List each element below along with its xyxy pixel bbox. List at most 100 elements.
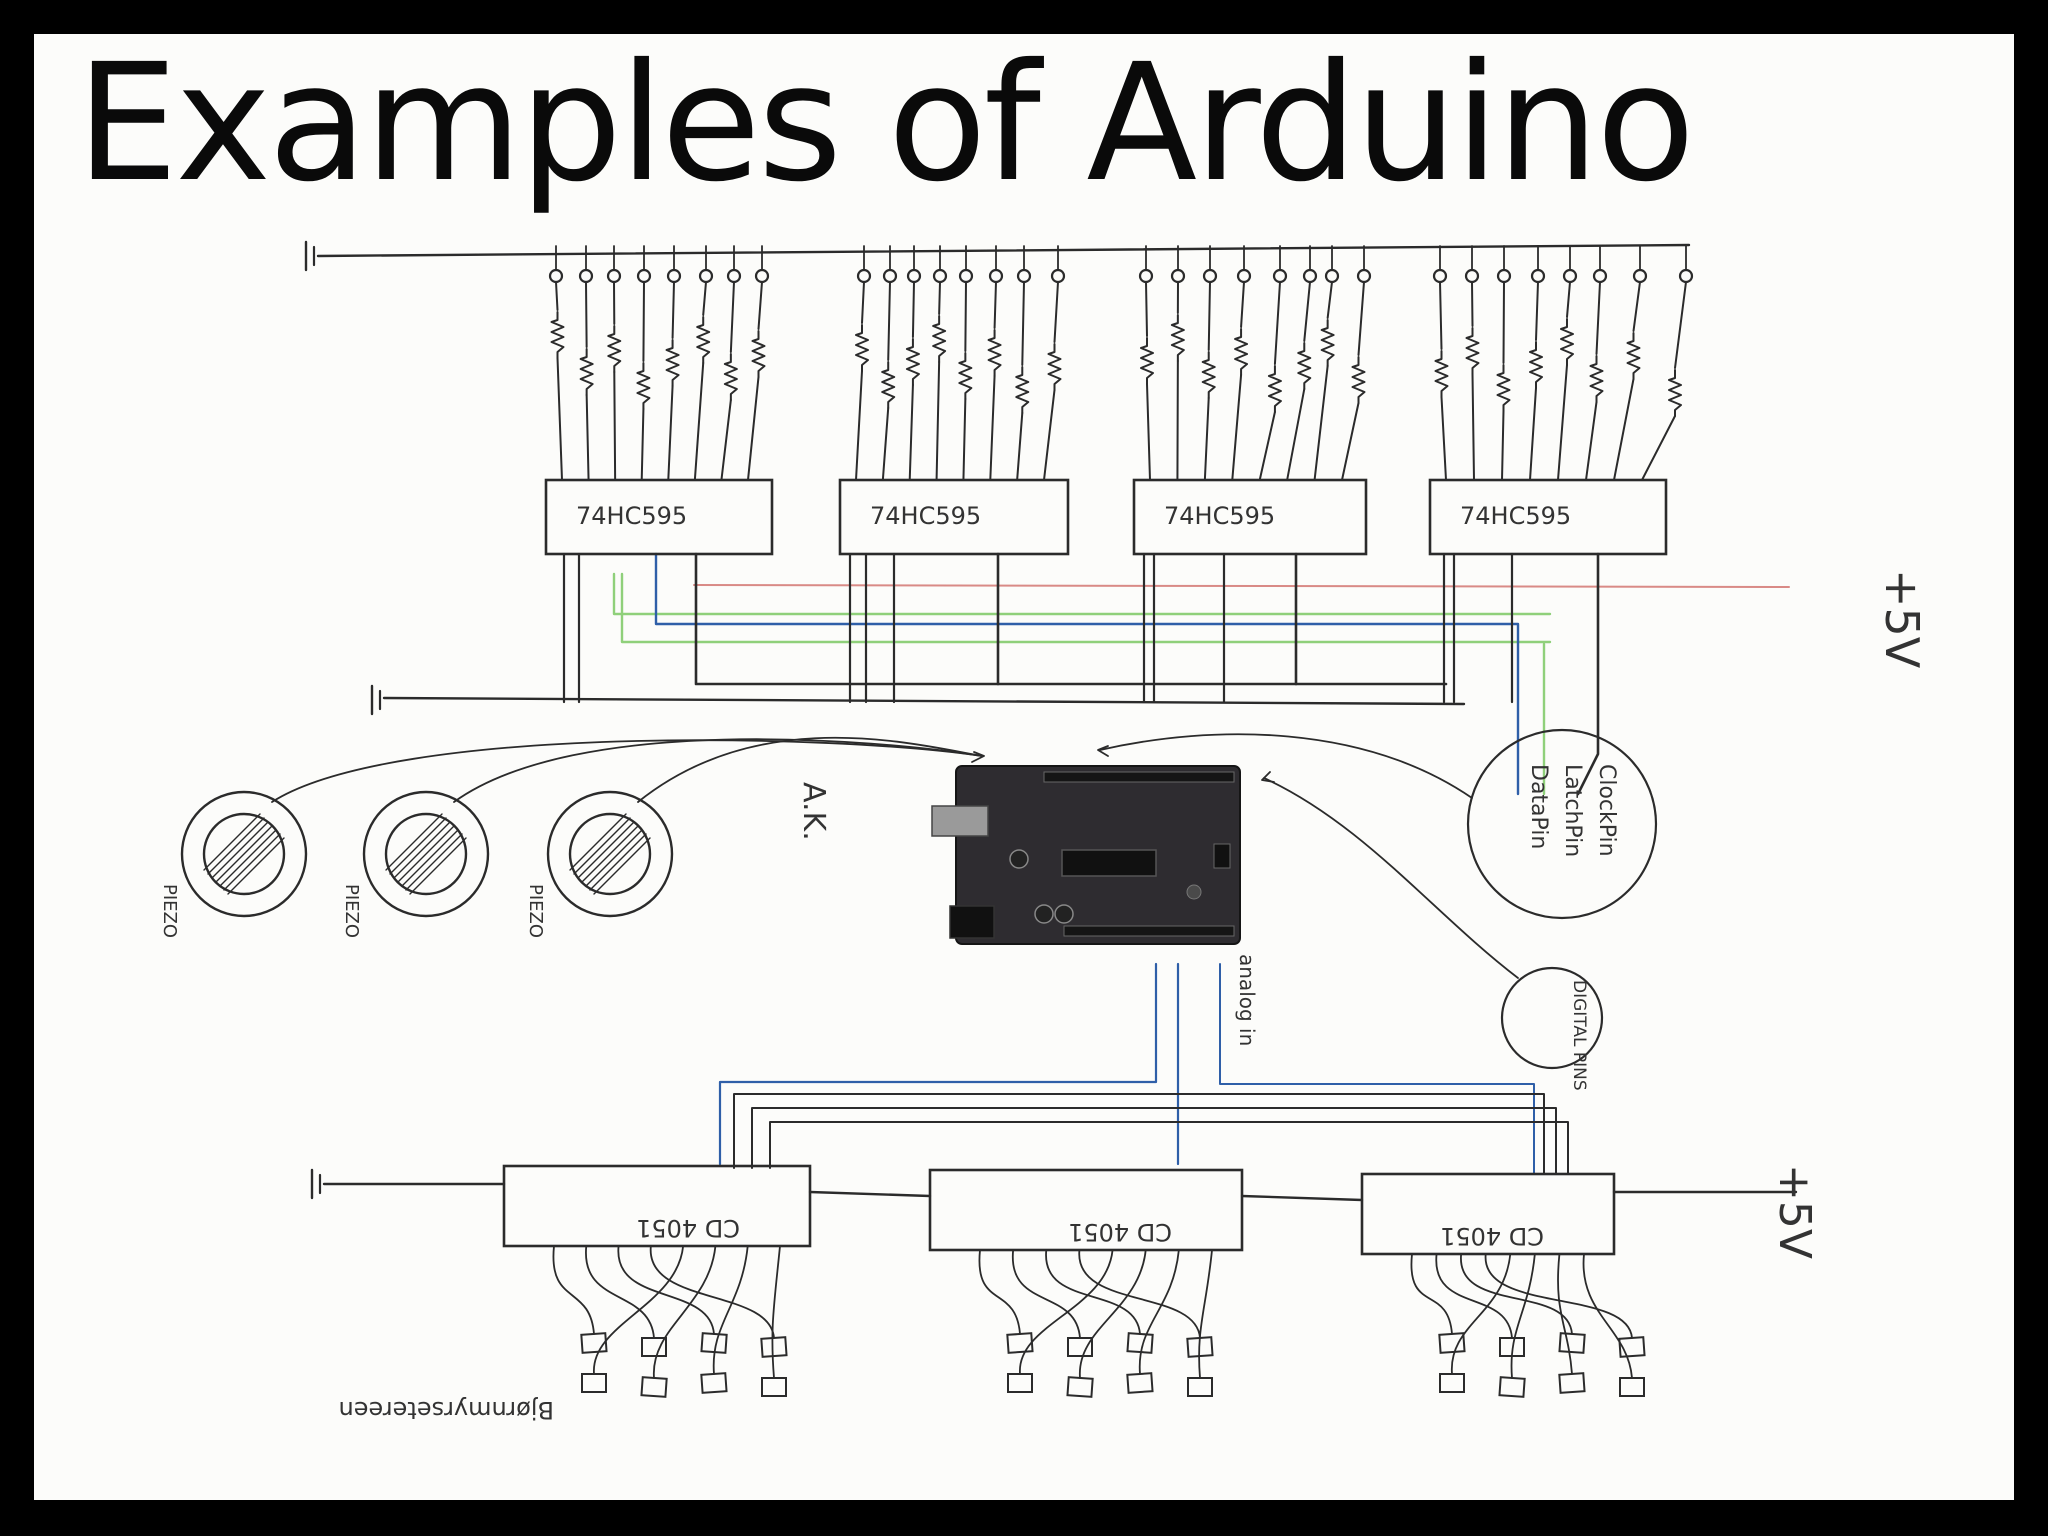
switch-lead (1435, 1253, 1513, 1339)
power-jack (949, 905, 995, 939)
led-lead (1207, 281, 1211, 351)
switch-lead (1045, 1249, 1141, 1335)
ground-symbol (304, 240, 316, 272)
data-chain-bus (694, 552, 1448, 686)
shift-register-1: 74HC595 (544, 245, 774, 556)
led (1302, 268, 1318, 284)
push-button (1499, 1337, 1525, 1357)
push-button (700, 1372, 728, 1394)
multiplexer-body (502, 1164, 812, 1248)
switch-lead (712, 1245, 749, 1375)
resistor (636, 362, 651, 410)
slide-title: Examples of Arduino (76, 34, 1695, 218)
output-wire (908, 384, 914, 481)
led (1592, 268, 1608, 284)
led-lead (1674, 281, 1687, 369)
latch-bus (654, 552, 1520, 796)
led-lead (1357, 281, 1365, 356)
switch-lead (1410, 1253, 1453, 1335)
led-lead (1021, 281, 1025, 366)
led-lead (1303, 281, 1311, 342)
push-button (1438, 1332, 1466, 1354)
resistor (1496, 364, 1511, 412)
switch-lead (978, 1249, 1021, 1335)
switch-lead (1079, 1249, 1147, 1379)
output-wire (640, 408, 645, 481)
push-button (580, 1332, 608, 1354)
switch-lead (617, 1245, 715, 1335)
resistor (958, 352, 973, 400)
piezo-hatch (569, 813, 627, 871)
output-wire (1231, 374, 1243, 481)
shift-register-2: 74HC595 (838, 245, 1070, 556)
signature: Bjørnmyrsetereen (339, 1396, 554, 1424)
resistor (550, 311, 565, 359)
resistor (1320, 319, 1335, 367)
switch-lead (1484, 1253, 1633, 1339)
led-lead (1566, 281, 1571, 318)
push-button (1186, 1336, 1214, 1358)
switch-lead (585, 1245, 655, 1339)
switch-lead (552, 1245, 595, 1335)
reset-button (1186, 884, 1202, 900)
resistor (881, 361, 896, 409)
capacitor (1034, 904, 1054, 924)
output-wire (1341, 402, 1360, 481)
digital-lead (1263, 777, 1519, 979)
switch-lead (1510, 1253, 1536, 1379)
shift-register-label: 74HC595 (870, 502, 981, 530)
led (1464, 268, 1480, 284)
output-wire (881, 407, 890, 481)
usb-connector (931, 805, 989, 837)
ground-symbol (310, 1168, 322, 1200)
led-lead (729, 281, 735, 353)
push-button (761, 1377, 787, 1397)
piezo-hatch (389, 817, 447, 875)
multiplexer-label: CD 4051 (1440, 1222, 1544, 1250)
capacitor (1054, 904, 1074, 924)
data-chain-bus (1576, 552, 1600, 796)
led (1496, 268, 1512, 284)
piezo-hatch (227, 837, 285, 895)
push-button (1619, 1377, 1645, 1397)
piezo-hatch (409, 837, 467, 895)
switch-lead (1198, 1249, 1213, 1379)
output-wire (1641, 415, 1676, 481)
led-lead (1632, 281, 1641, 332)
resistor (579, 348, 594, 396)
led (1272, 268, 1288, 284)
led (1202, 268, 1218, 284)
led (1236, 268, 1252, 284)
resistor (905, 338, 920, 386)
multiplexer-label: CD 4051 (636, 1214, 740, 1242)
output-wire (1440, 396, 1447, 481)
mid-ground-rail (382, 696, 1466, 706)
resistor (607, 325, 622, 373)
resistor (1589, 355, 1604, 403)
shift-register-label: 74HC595 (1460, 502, 1571, 530)
analog-note: analog in (1235, 954, 1259, 1046)
output-wire (1258, 411, 1276, 481)
supply-label-bottom: +5V (1769, 1164, 1820, 1259)
piezo-outer (180, 790, 308, 918)
analog-header (1063, 925, 1235, 937)
output-wire (989, 375, 996, 481)
switch-lead (1019, 1249, 1114, 1375)
analog-wire (1219, 963, 1535, 1175)
resistor (1015, 366, 1030, 414)
spi-pin-label: LatchPin (1560, 764, 1585, 857)
push-button (640, 1376, 668, 1398)
piezo-label: PIEZO (525, 884, 546, 938)
shift-register-body (544, 478, 774, 556)
led-lead (1595, 281, 1601, 355)
push-button (1007, 1373, 1033, 1393)
clock-bus (612, 572, 1552, 616)
push-button (1618, 1336, 1646, 1358)
led (1138, 268, 1154, 284)
spi-pin-label: DataPin (1526, 764, 1551, 849)
piezo-hatch (577, 821, 635, 879)
piezo-outer (546, 790, 674, 918)
address-line (751, 1107, 1557, 1175)
led (988, 268, 1004, 284)
